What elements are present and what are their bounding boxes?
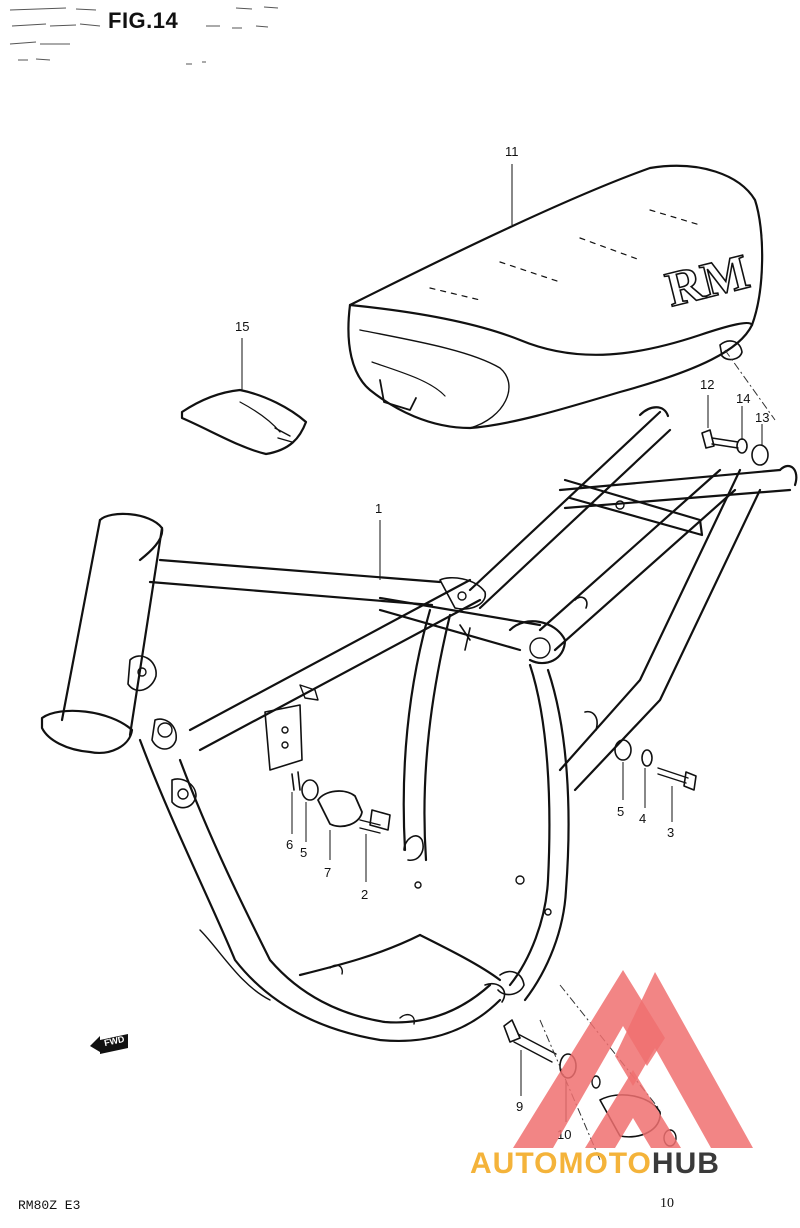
seat-part	[347, 164, 764, 430]
watermark-logo-icon	[513, 970, 753, 1148]
callout-7: 7	[324, 865, 332, 880]
washer-13	[751, 444, 769, 466]
callout-3: 3	[667, 825, 675, 840]
watermark-text: AUTOMOTOHUB	[470, 1147, 720, 1181]
callout-6: 6	[286, 837, 294, 852]
watermark-text-a: AUTOMOTO	[470, 1147, 652, 1180]
pin-2	[359, 809, 391, 834]
fwd-arrow-icon	[90, 1034, 128, 1054]
seat-cushion-part	[180, 388, 308, 456]
washer-5b	[301, 779, 319, 801]
washer-5a	[614, 739, 632, 761]
callout-11: 11	[505, 144, 519, 159]
nut-4	[641, 749, 653, 767]
spacer-7	[317, 790, 363, 828]
callout-13: 13	[755, 410, 770, 425]
bolt-12	[701, 429, 739, 449]
washer-14	[736, 438, 748, 454]
main-frame-part	[40, 406, 798, 1042]
callout-1: 1	[375, 501, 383, 516]
page-number: 10	[660, 1196, 674, 1211]
callout-15: 15	[235, 319, 250, 334]
bolt-3	[657, 767, 697, 791]
bolt-9	[503, 1019, 557, 1063]
callout-9: 9	[516, 1099, 524, 1114]
header-scribble	[9, 6, 279, 65]
callout-12: 12	[700, 377, 715, 392]
cotter-pin-6	[291, 771, 301, 791]
figure-title: FIG.14	[108, 8, 179, 33]
watermark-text-b: HUB	[651, 1147, 720, 1180]
callout-14: 14	[736, 391, 751, 406]
footer-model-code: RM80Z E3	[18, 1198, 81, 1213]
callout-5-left: 5	[300, 845, 308, 860]
callout-2: 2	[361, 887, 369, 902]
callout-4: 4	[639, 811, 647, 826]
callout-5-right: 5	[617, 804, 625, 819]
washer-10b	[591, 1075, 601, 1089]
